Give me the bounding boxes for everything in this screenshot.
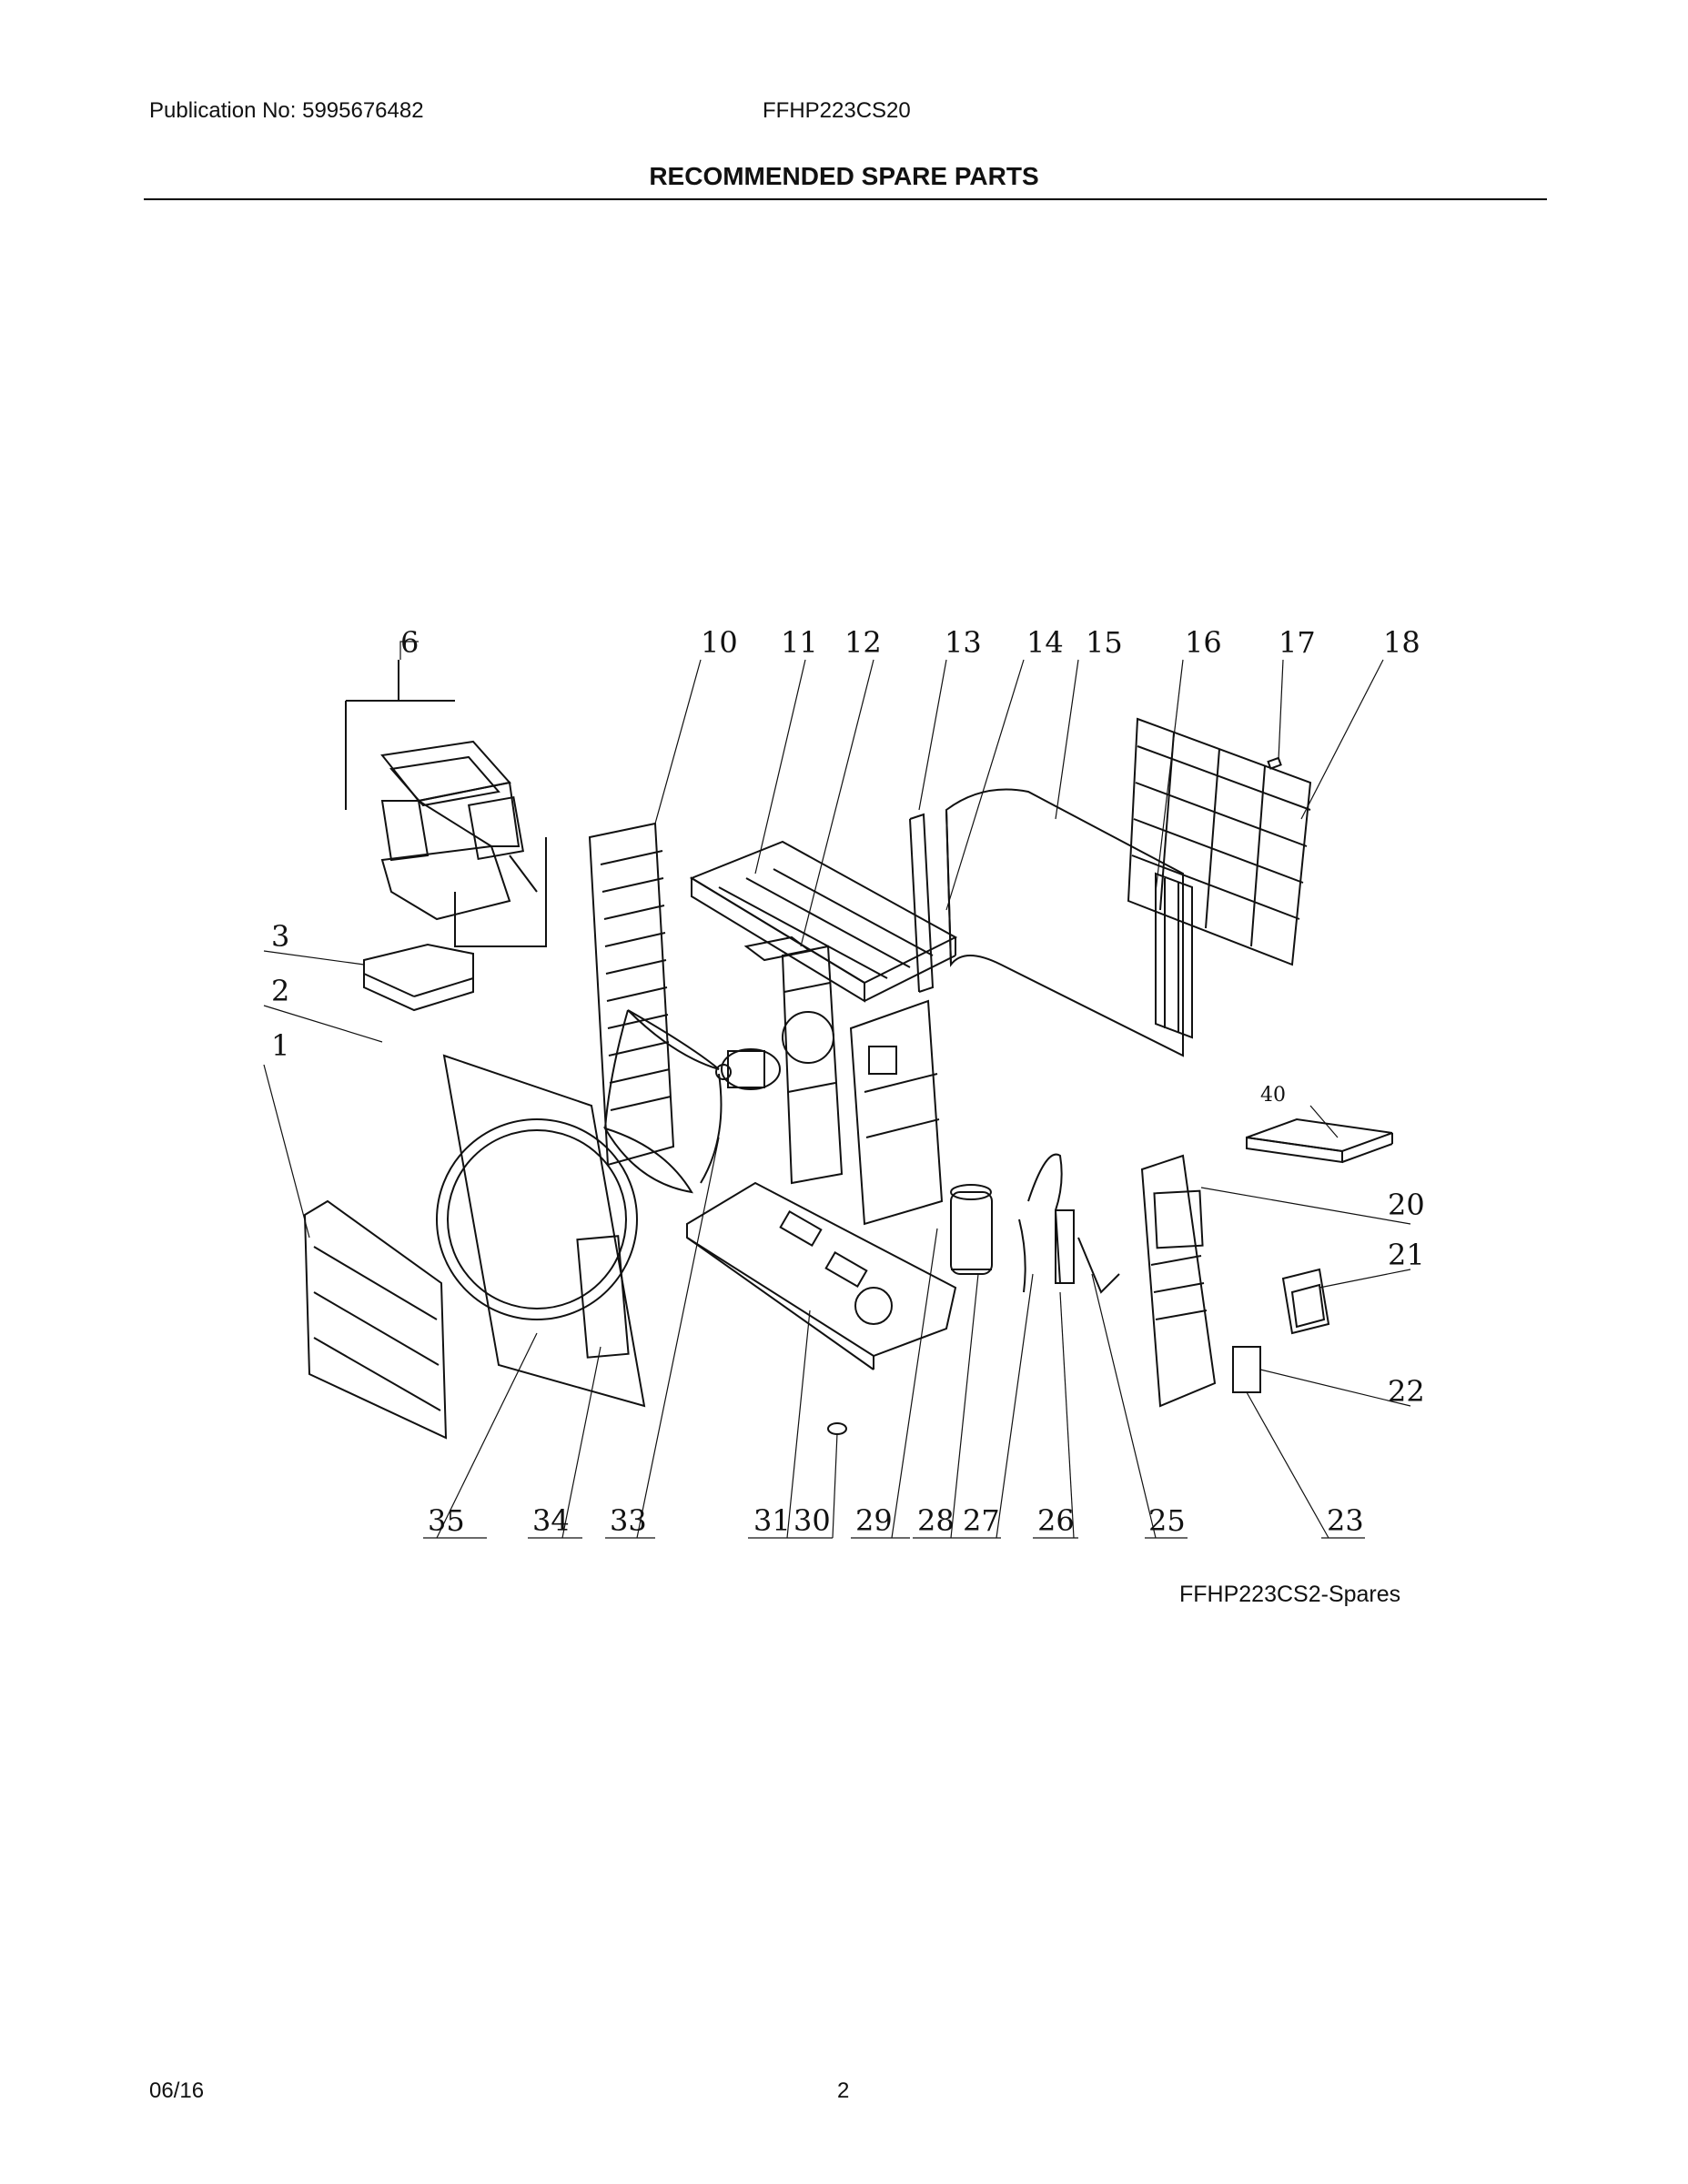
- part-partition-plate: [743, 935, 844, 1185]
- callout-31: 31: [753, 1503, 791, 1538]
- callout-16: 16: [1185, 625, 1222, 660]
- callout-26: 26: [1037, 1503, 1075, 1538]
- callout-2: 2: [271, 974, 289, 1008]
- callout-11: 11: [781, 625, 818, 660]
- part-drain-plug: [827, 1422, 847, 1435]
- part-electrical-bracket: [363, 943, 474, 1012]
- part-terminal-block: [1232, 1346, 1261, 1393]
- part-top-cover: [689, 840, 958, 1003]
- callout-21: 21: [1388, 1238, 1425, 1272]
- callout-20: 20: [1388, 1188, 1425, 1222]
- part-front-grille: [303, 1199, 448, 1440]
- callout-1: 1: [271, 1028, 289, 1063]
- callout-3: 3: [271, 919, 289, 954]
- footer-date: 06/16: [149, 2078, 205, 2103]
- callout-29: 29: [855, 1503, 893, 1538]
- part-rear-casing: [909, 788, 1184, 1057]
- part-fan-blade: [602, 1009, 723, 1194]
- callout-28: 28: [917, 1503, 955, 1538]
- part-fan-motor: [715, 1048, 781, 1090]
- callout-6: 6: [400, 625, 419, 660]
- callout-33: 33: [610, 1503, 647, 1538]
- callout-22: 22: [1388, 1374, 1425, 1409]
- callout-23: 23: [1327, 1503, 1364, 1538]
- leader-lines: [263, 641, 1411, 1539]
- callout-25: 25: [1148, 1503, 1186, 1538]
- part-fitting: [1267, 756, 1282, 770]
- callout-18: 18: [1383, 625, 1420, 660]
- part-compressor: [950, 1184, 993, 1275]
- callout-27: 27: [963, 1503, 1000, 1538]
- part-base-pan: [686, 1181, 957, 1370]
- callout-15: 15: [1086, 625, 1123, 660]
- callout-30: 30: [793, 1503, 831, 1538]
- page-number: 2: [837, 2078, 850, 2103]
- diagram-caption: FFHP223CS2-Spares: [1179, 1582, 1401, 1607]
- part-front-panel: [436, 1054, 646, 1408]
- part-side-grille: [588, 822, 675, 1167]
- part-condenser-coil: [1155, 872, 1193, 1039]
- part-control-box: [345, 660, 547, 947]
- callout-40: 40: [1260, 1084, 1286, 1107]
- part-valve-cover: [1281, 1268, 1330, 1335]
- part-right-side-panel: [1140, 1154, 1217, 1408]
- callout-35: 35: [428, 1503, 465, 1538]
- publication-number: Publication No: 5995676482: [149, 98, 424, 123]
- callout-34: 34: [532, 1503, 570, 1538]
- callout-12: 12: [844, 625, 882, 660]
- page-title: RECOMMENDED SPARE PARTS: [649, 162, 1039, 190]
- callout-17: 17: [1279, 625, 1316, 660]
- part-motor-support: [849, 999, 944, 1226]
- callout-10: 10: [701, 625, 738, 660]
- model-number: FFHP223CS20: [763, 98, 911, 123]
- callout-14: 14: [1026, 625, 1064, 660]
- callout-13: 13: [945, 625, 982, 660]
- part-wire-guard: [1127, 717, 1312, 966]
- part-insulation-pad: [1246, 1117, 1393, 1164]
- header-divider: [144, 198, 1547, 200]
- part-refrigerant-piping: [1018, 1153, 1120, 1294]
